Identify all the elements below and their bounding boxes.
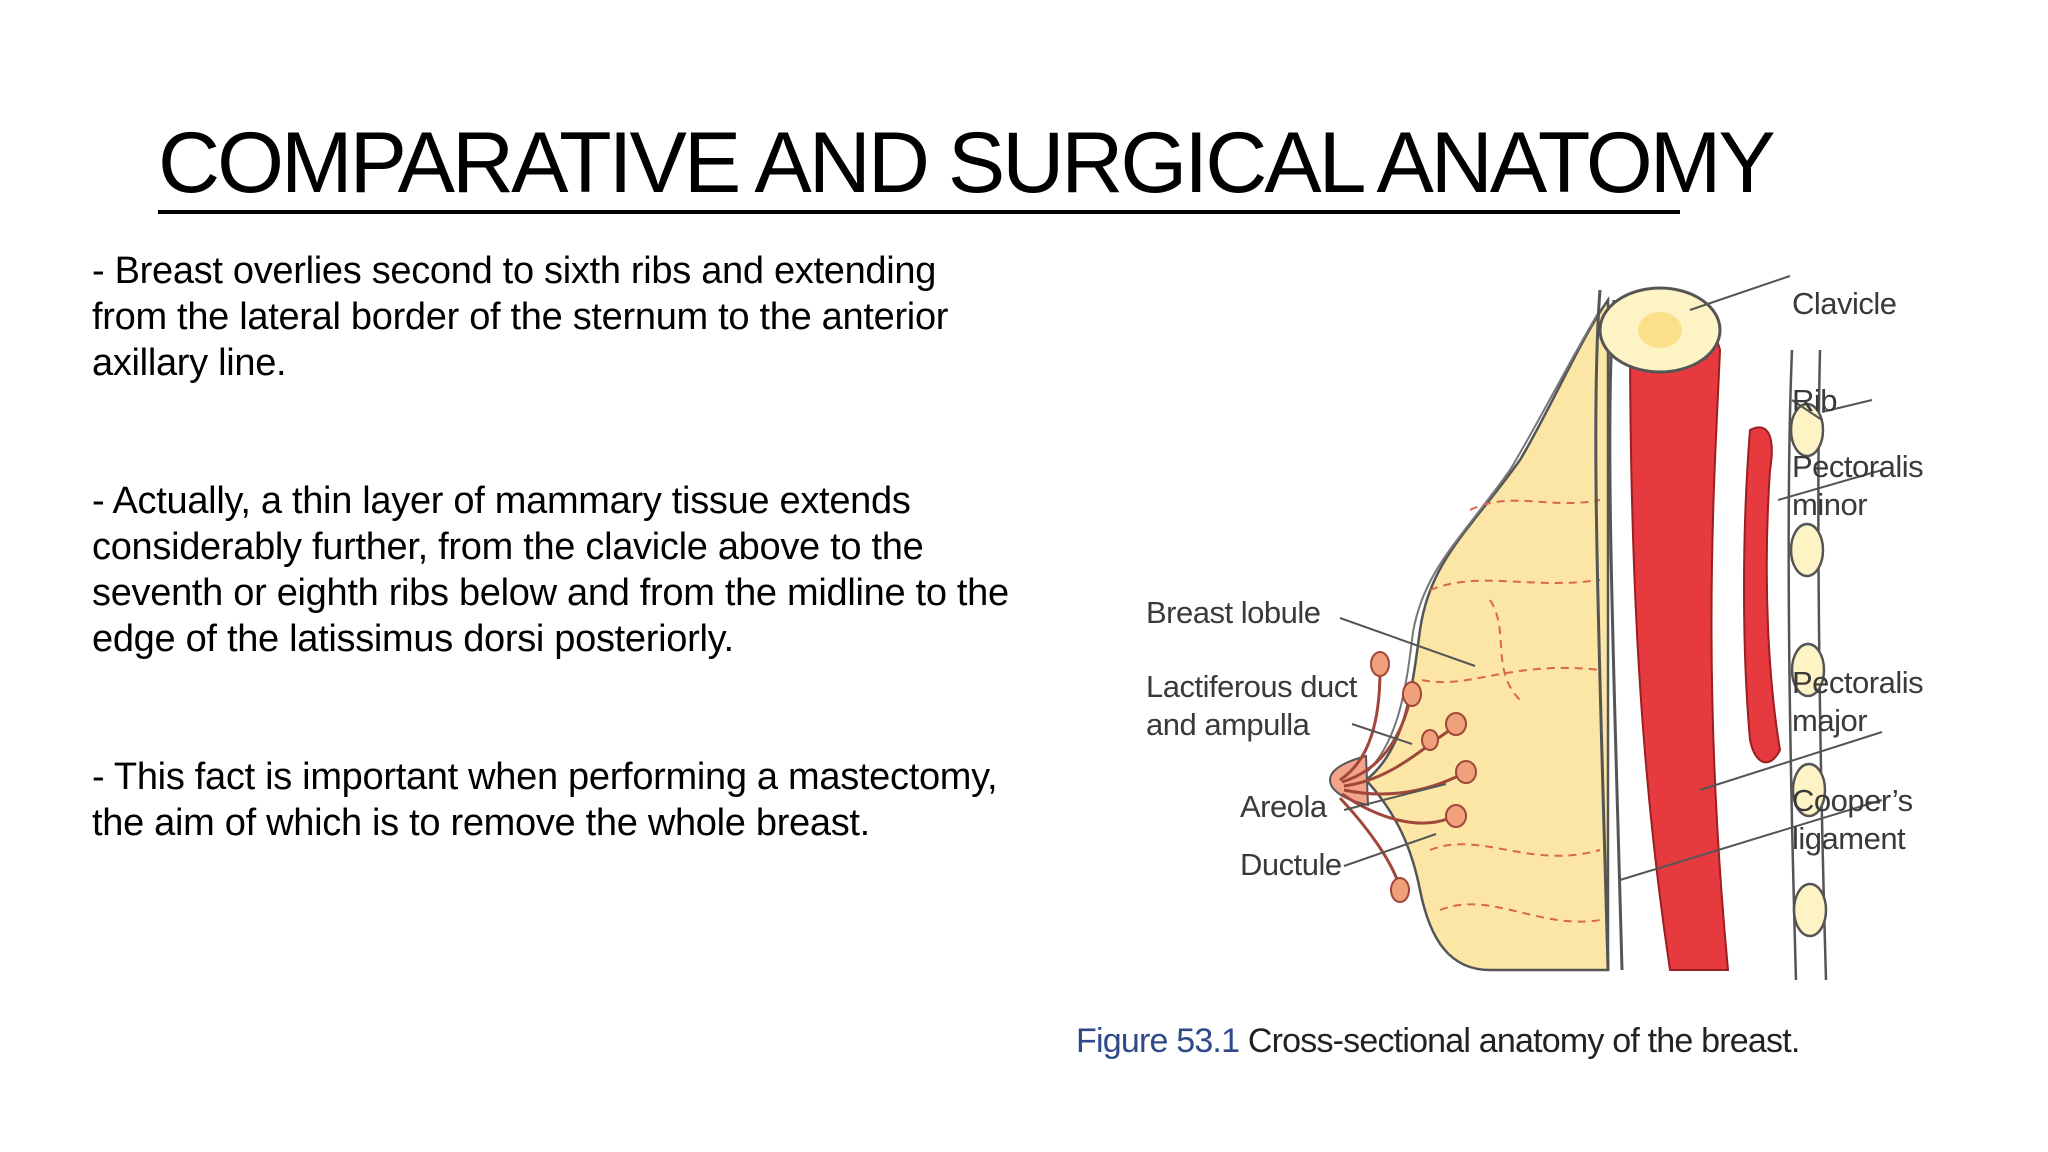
label-pectoralis-major: Pectoralis major (1792, 665, 1924, 738)
pectoral-fascia (1594, 289, 1610, 971)
coopers-ligaments (1421, 499, 1601, 923)
ribs (1789, 402, 1828, 938)
page-title: COMPARATIVE AND SURGICAL ANATOMY (158, 115, 1776, 211)
leader-lines (1339, 275, 1883, 881)
clavicle-marrow (1638, 312, 1682, 348)
label-areola: Areola (1240, 789, 1327, 824)
label-coopers-ligament: Cooper’s ligament (1792, 783, 1913, 856)
figure-number: Figure 53.1 (1076, 1022, 1240, 1060)
bullet-item: - Breast overlies second to sixth ribs a… (92, 250, 949, 384)
title-underline (158, 210, 1680, 214)
label-breast-lobule: Breast lobule (1146, 595, 1321, 630)
breast-anatomy-illustration (1328, 275, 1883, 981)
breast-lobules (1370, 651, 1477, 903)
figure-caption: Figure 53.1 Cross-sectional anatomy of t… (1076, 1022, 1800, 1061)
pectoralis-minor-muscle (1743, 426, 1782, 764)
label-pectoralis-minor: Pectoralis minor (1792, 449, 1924, 522)
bullet-list: - Breast overlies second to sixth ribs a… (92, 248, 1012, 938)
bullet-item: - This fact is important when performing… (92, 756, 998, 844)
label-clavicle: Clavicle (1792, 286, 1897, 321)
skin-line (1359, 309, 1601, 779)
bullet-item: - Actually, a thin layer of mammary tiss… (92, 480, 1009, 660)
pectoral-fascia (1608, 299, 1624, 971)
breast-tissue (1364, 296, 1610, 972)
rib-column-outline (1787, 349, 1798, 981)
label-rib: Rib (1792, 383, 1838, 418)
label-ductule: Ductule (1240, 847, 1342, 882)
figure-caption-text: Cross-sectional anatomy of the breast. (1247, 1022, 1800, 1060)
label-lactiferous-duct: Lactiferous duct and ampulla (1146, 669, 1357, 742)
